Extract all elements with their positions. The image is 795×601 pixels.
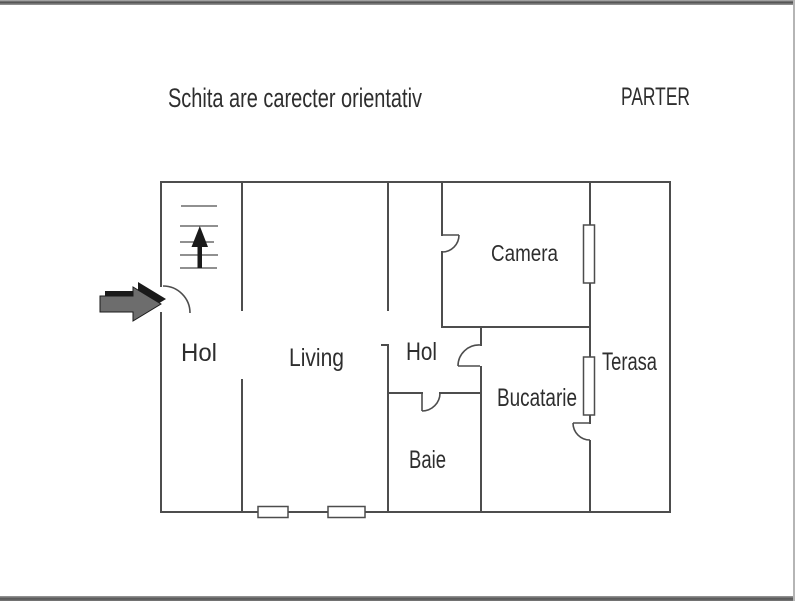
terasa-door (572, 422, 591, 441)
baie-door (421, 392, 441, 412)
room-label-hol-1: Hol (181, 339, 217, 367)
stairs-up-arrow-icon (180, 205, 218, 269)
frame-right-border (793, 0, 795, 601)
window-bucatarie-terasa (582, 356, 596, 416)
floor-label: PARTER (621, 83, 690, 111)
frame-top-border (0, 0, 795, 5)
doors (162, 234, 591, 441)
room-label-terasa: Terasa (602, 348, 657, 376)
windows (257, 224, 596, 519)
room-label-camera: Camera (491, 240, 558, 266)
window-living-bottom-1 (257, 505, 289, 519)
camera-door (441, 234, 460, 253)
bucatarie-door (457, 344, 481, 367)
entrance-door-arc (162, 285, 191, 314)
room-label-bucatarie: Bucatarie (497, 384, 577, 412)
room-label-hol-2: Hol (406, 338, 437, 366)
sketch-disclaimer-title: Schita are carecter orientativ (168, 83, 422, 113)
frame-bottom-border (0, 596, 795, 601)
window-living-bottom-2 (327, 505, 366, 519)
room-label-baie: Baie (409, 446, 446, 474)
room-label-living: Living (289, 344, 344, 372)
entrance-arrow-icon (99, 282, 166, 322)
window-camera-terasa (582, 224, 596, 284)
